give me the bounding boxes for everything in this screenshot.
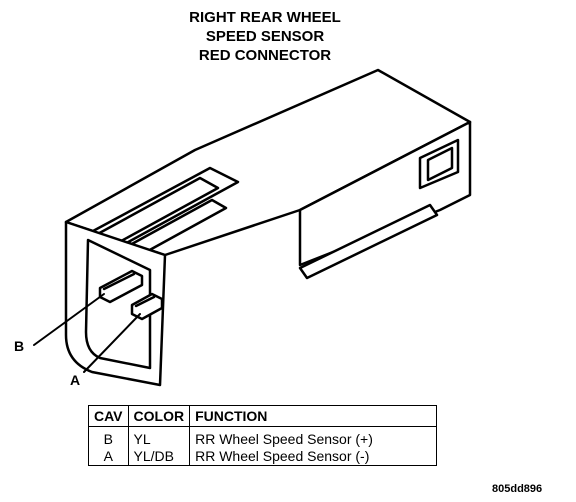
function-cell: RR Wheel Speed Sensor (-) bbox=[189, 448, 438, 466]
table-row: A YL/DB RR Wheel Speed Sensor (-) bbox=[88, 448, 438, 466]
latch-window bbox=[418, 138, 460, 190]
pin-b-label: B bbox=[14, 338, 25, 354]
title-line-2: SPEED SENSOR bbox=[205, 28, 325, 45]
color-cell: YL bbox=[127, 426, 191, 448]
pin-b-leader bbox=[33, 293, 105, 346]
side-rib bbox=[298, 203, 439, 280]
cav-cell: A bbox=[88, 448, 129, 466]
pin-a-label: A bbox=[70, 372, 81, 388]
function-cell: RR Wheel Speed Sensor (+) bbox=[189, 426, 438, 448]
cav-cell: B bbox=[88, 426, 129, 448]
table-header-row: CAV COLOR FUNCTION bbox=[88, 405, 438, 427]
pin-a-leader bbox=[83, 313, 141, 373]
header-function: FUNCTION bbox=[189, 405, 438, 427]
title-line-3: RED CONNECTOR bbox=[198, 47, 332, 64]
title-line-1: RIGHT REAR WHEEL bbox=[189, 9, 341, 26]
color-cell: YL/DB bbox=[127, 448, 191, 466]
figure-code: 805dd896 bbox=[492, 483, 543, 495]
connector-pinout-table: CAV COLOR FUNCTION B YL RR Wheel Speed S… bbox=[88, 405, 438, 466]
terminal-a bbox=[130, 292, 164, 321]
table-row: B YL RR Wheel Speed Sensor (+) bbox=[88, 426, 438, 448]
diagram-title: RIGHT REAR WHEEL SPEED SENSOR RED CONNEC… bbox=[140, 8, 390, 65]
header-color: COLOR bbox=[127, 405, 191, 427]
connector-illustration bbox=[33, 68, 472, 387]
header-cav: CAV bbox=[88, 405, 129, 427]
